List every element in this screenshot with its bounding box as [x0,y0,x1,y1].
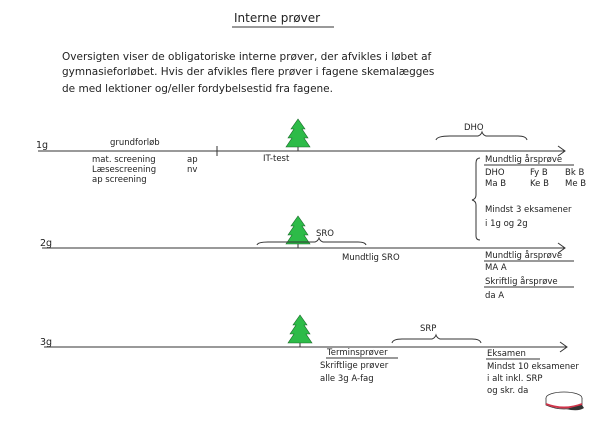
dho-brace [435,130,528,141]
min-exams-note: Mindst 3 eksamener [485,205,572,215]
intro-line-1: Oversigten viser de obligatoriske intern… [62,51,432,63]
final-exam-note: Mindst 10 eksamener [487,362,579,372]
intro-line-2: gymnasieforløbet. Hvis der afvikles fler… [62,66,434,78]
term-exams-heading: Terminsprøver [326,348,388,358]
min-exams-note: i 1g og 2g [485,219,528,229]
it-test-label: IT-test [263,154,290,164]
years-brace [471,157,481,241]
dho-label: DHO [464,123,484,133]
screening-ap: ap screening [92,175,147,185]
oral-exam-heading-2g: Mundtlig årsprøve [485,250,562,261]
final-exam-note: og skr. da [487,386,528,396]
oral-item-2g: MA A [485,263,507,273]
timeline-2g [42,242,566,254]
student-cap-icon [545,391,584,411]
oral-sro-label: Mundtlig SRO [342,253,400,263]
srp-label: SRP [420,324,436,334]
christmas-tree-icon [287,314,313,348]
sro-brace [256,236,367,246]
christmas-tree-icon [285,118,311,152]
sro-label: SRO [316,229,334,239]
year-label-2g: 2g [40,238,52,249]
oral-subject: Fy B [530,168,548,178]
screening-reading: Læsescreening [92,165,156,175]
screening-math: mat. screening [92,155,156,165]
written-item-2g: da A [485,291,504,301]
term-exams-note: alle 3g A-fag [320,374,374,384]
oral-subject: Bk B [565,168,584,178]
year-label-3g: 3g [40,337,52,348]
year-label-1g: 1g [36,140,48,151]
final-exam-note: i alt inkl. SRP [487,374,543,384]
final-exam-heading: Eksamen [487,349,526,359]
oral-subject: Me B [565,179,586,189]
term-exams-note: Skriftlige prøver [320,361,389,371]
oral-subject: DHO [485,168,505,178]
oral-exam-heading-1g: Mundtlig årsprøve [485,154,562,165]
srp-brace [391,333,482,344]
oral-subject: Ma B [485,179,506,189]
timeline-1g [38,145,566,157]
subject-nv: nv [187,165,197,175]
oral-subject: Ke B [530,179,549,189]
subject-ap: ap [187,155,198,165]
timeline-3g [44,341,568,353]
phase-label: grundforløb [110,138,160,148]
intro-line-3: de med lektioner og/eller fordybelsestid… [62,83,333,95]
written-exam-heading-2g: Skriftlig årsprøve [485,276,558,287]
page-title: Interne prøver [234,11,320,25]
christmas-tree-icon [285,215,311,249]
